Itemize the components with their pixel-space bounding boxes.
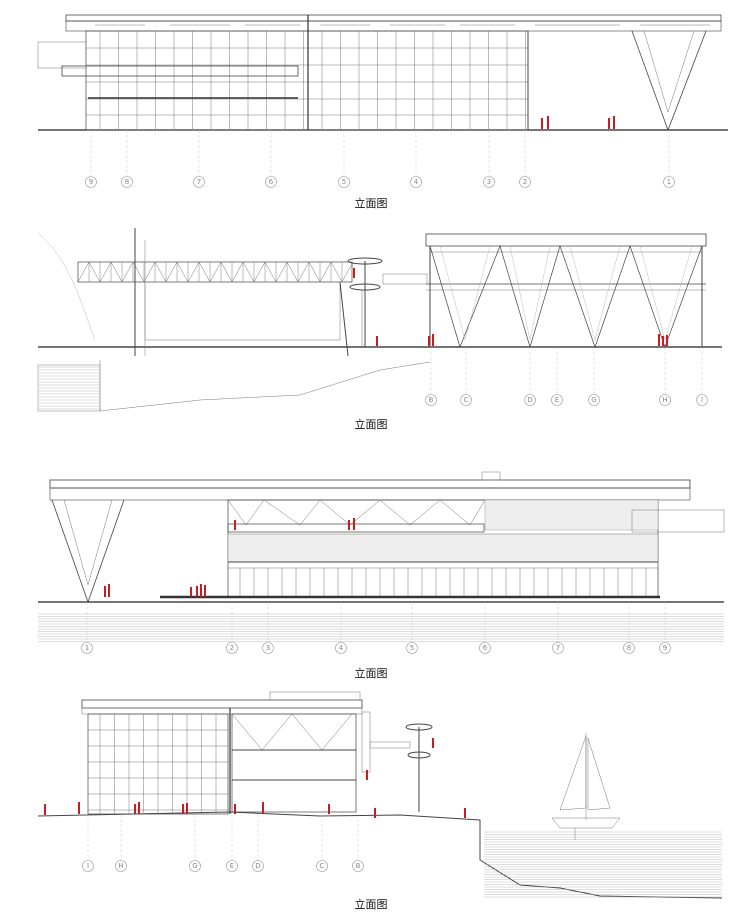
grid-axis-label: 6 (483, 644, 488, 652)
grid-axis-bubble: 1 (81, 602, 93, 654)
grid-axis-bubble: 5 (406, 602, 418, 654)
grid-axis-bubble: C (316, 814, 328, 872)
grid-axis-label: 2 (523, 178, 527, 186)
grid-axis-label: 8 (627, 644, 631, 652)
grid-axis-bubble: B (425, 347, 437, 406)
grid-axis-label: 5 (342, 178, 346, 186)
grid-axis-label: 4 (414, 178, 419, 186)
caption-1: 立面图 (354, 197, 388, 210)
grid-axis-bubble: 6 (479, 602, 491, 654)
grid-axis-bubble: 2 (519, 130, 531, 188)
grid-axis-bubble: I (82, 814, 94, 872)
sailboat-sketch (551, 733, 621, 840)
grid-axis-label: H (662, 396, 667, 404)
grid-axis-label: D (255, 862, 260, 870)
caption-2: 立面图 (354, 418, 388, 431)
grid-axis-label: C (320, 862, 325, 870)
grid-axis-bubble: 8 (121, 130, 133, 188)
grid-axis-bubble: E (551, 347, 563, 406)
grid-axis-label: 8 (125, 178, 129, 186)
grid-axis-label: 7 (556, 644, 560, 652)
grid-axis-label: E (230, 862, 234, 870)
grid-axis-label: 9 (663, 644, 667, 652)
grid-axis-label: B (429, 396, 434, 404)
elevation-3 (38, 471, 725, 642)
grid-axis-label: 6 (269, 178, 274, 186)
caption-4: 立面图 (354, 898, 388, 911)
elevation-4 (37, 691, 723, 899)
grid-axis-label: 3 (487, 178, 491, 186)
grid-axis-bubble: D (524, 347, 536, 406)
grid-axis-bubble: 8 (623, 602, 635, 654)
grid-axis-label: D (527, 396, 532, 404)
grid-axis-label: G (591, 396, 596, 404)
grid-axis-bubble: H (659, 347, 671, 406)
grid-axis-bubble: B (352, 814, 364, 872)
grid-axis-bubble: 7 (193, 130, 205, 188)
grid-axis-bubble: 3 (483, 130, 495, 188)
grid-axis-label: 4 (339, 644, 344, 652)
grid-axis-bubble: 9 (659, 602, 671, 654)
grid-axis-bubble: 5 (338, 130, 350, 188)
grid-axis-label: 2 (230, 644, 234, 652)
grid-axis-bubble: 9 (85, 130, 97, 188)
grid-axis-label: 1 (667, 178, 671, 186)
grid-axis-label: E (555, 396, 559, 404)
grid-axis-bubble: 7 (552, 602, 564, 654)
caption-3: 立面图 (354, 667, 388, 680)
grid-axis-label: 7 (197, 178, 201, 186)
grid-axis-label: B (356, 862, 361, 870)
grid-axis-label: G (192, 862, 197, 870)
grid-axis-bubble: H (115, 814, 127, 872)
grid-axis-bubble: 2 (226, 602, 238, 654)
grid-axis-label: 1 (85, 644, 89, 652)
grid-axis-bubble: 4 (335, 602, 347, 654)
grid-axis-label: H (118, 862, 123, 870)
grid-axis-label: 9 (89, 178, 93, 186)
grid-axis-label: 3 (266, 644, 270, 652)
grid-axis-bubble: 3 (262, 602, 274, 654)
grid-axis-bubble: E (226, 814, 238, 872)
grid-axis-label: I (87, 862, 89, 870)
grid-axis-bubble: I (696, 347, 708, 406)
grid-axis-bubble: D (252, 814, 264, 872)
grid-axis-label: C (464, 396, 469, 404)
grid-axis-bubble: 1 (663, 130, 675, 188)
grid-axis-bubble: 4 (410, 130, 422, 188)
elevation-2 (37, 228, 722, 412)
grid-axis-label: 5 (410, 644, 414, 652)
grid-axis-bubble: C (460, 347, 472, 406)
grid-axis-bubble: G (588, 347, 600, 406)
elevation-1 (37, 14, 728, 132)
grid-axis-bubble: 6 (265, 130, 277, 188)
grid-axis-label: I (701, 396, 703, 404)
grid-axis-bubble: G (189, 814, 201, 872)
